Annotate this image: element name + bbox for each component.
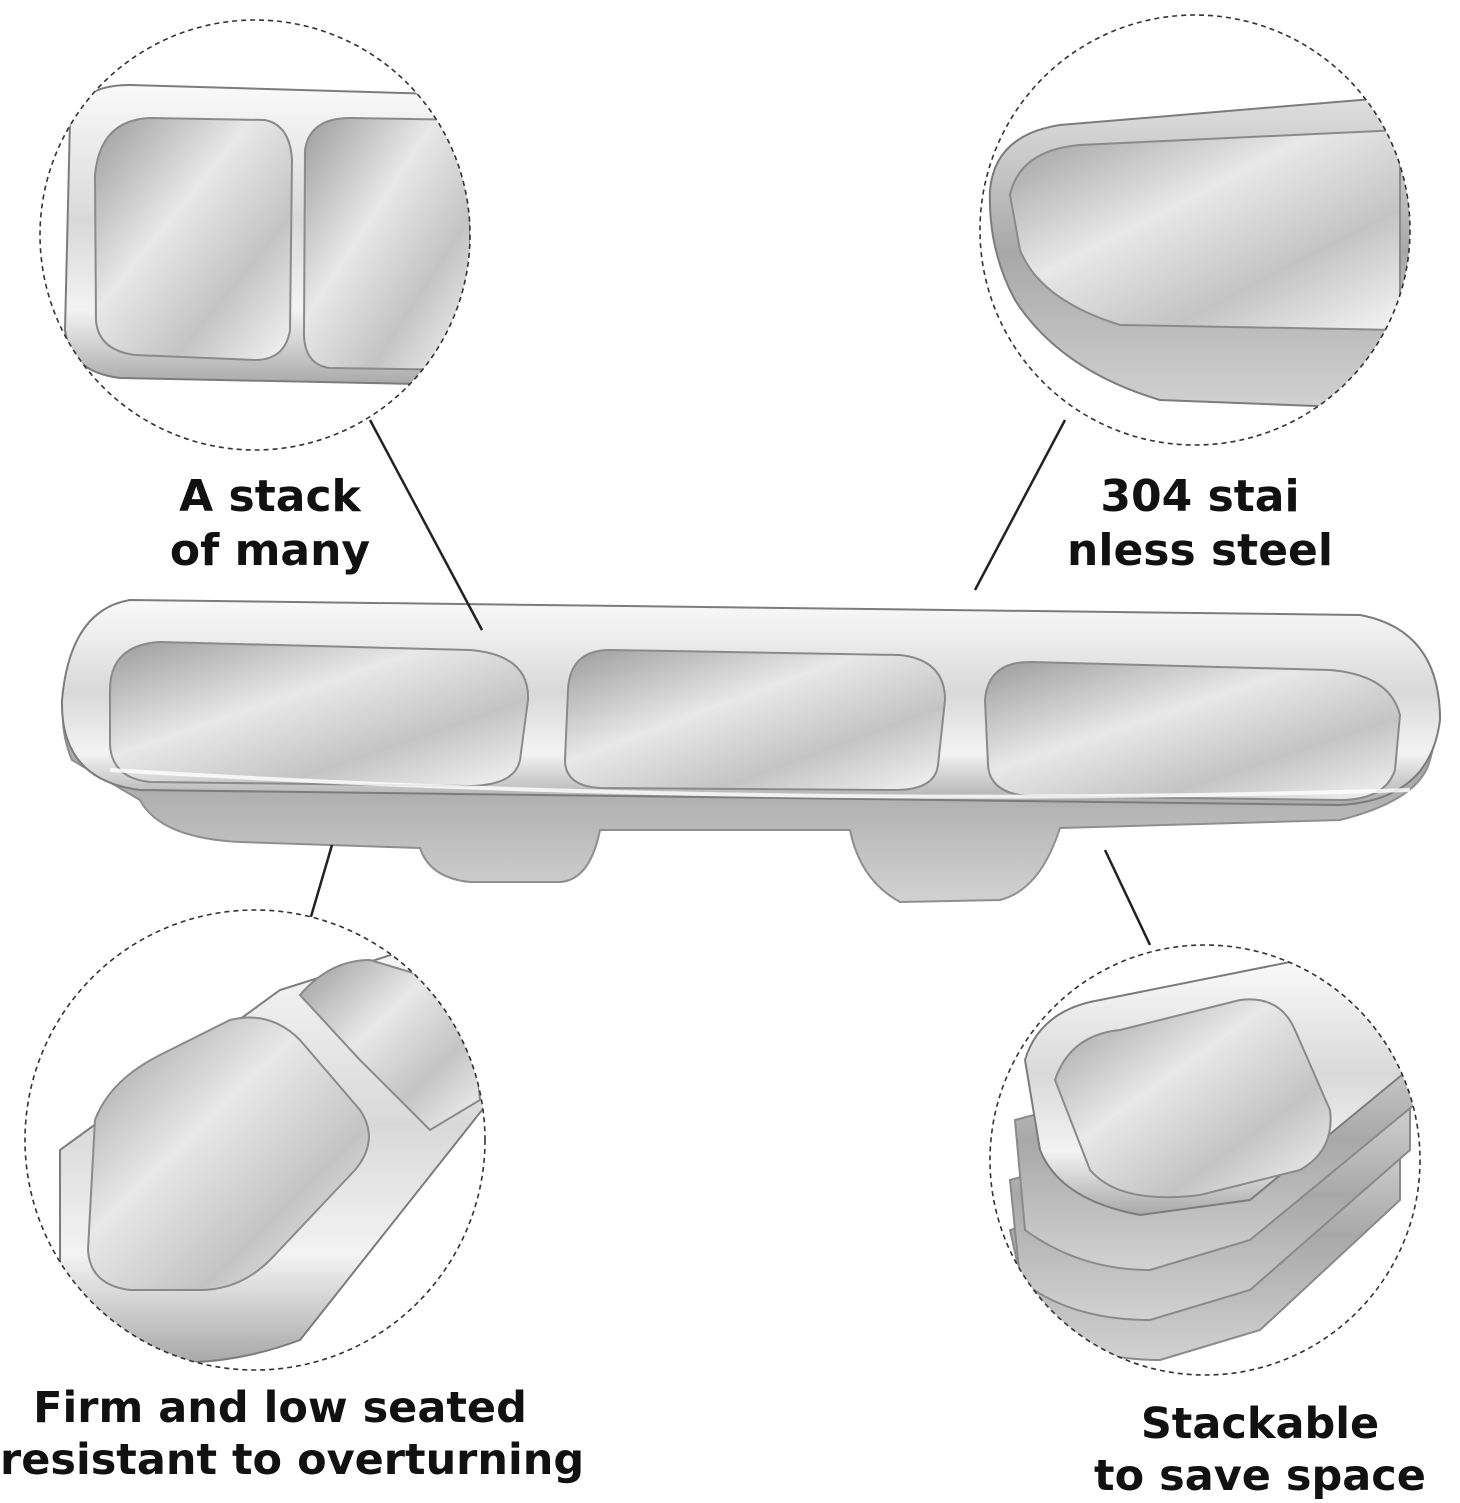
caption-firm-low-seated: Firm and low seated resistant to overtur… (0, 1382, 585, 1487)
caption-top-right-line2: nless steel (1067, 524, 1333, 576)
tray-compartment-right (983, 660, 1402, 802)
caption-stainless-steel: 304 stai nless steel (1020, 470, 1380, 577)
caption-top-left-line1: A stack (179, 471, 361, 522)
tray-compartment-middle (563, 648, 947, 792)
detail-circle-top-right (979, 14, 1411, 446)
caption-bottom-left-line2: resistant to overturning (0, 1435, 585, 1486)
caption-top-right-line1: 304 stai (1100, 471, 1300, 522)
caption-stackable: Stackable to save space (1080, 1398, 1440, 1503)
caption-bottom-right-line2: to save space (1094, 1451, 1426, 1502)
tray-compartment-left (109, 640, 530, 788)
detail-circle-bottom-left (24, 909, 486, 1371)
leader-lines (308, 419, 1152, 946)
caption-stack-of-many: A stack of many (120, 470, 420, 577)
detail-circle-top-left (39, 19, 471, 451)
caption-bottom-right-line1: Stackable (1140, 1399, 1380, 1449)
caption-bottom-left-line1: Firm and low seated (33, 1383, 527, 1433)
detail-circle-bottom-right (989, 944, 1421, 1376)
caption-top-left-line2: of many (169, 524, 371, 576)
main-tray (60, 598, 1442, 904)
